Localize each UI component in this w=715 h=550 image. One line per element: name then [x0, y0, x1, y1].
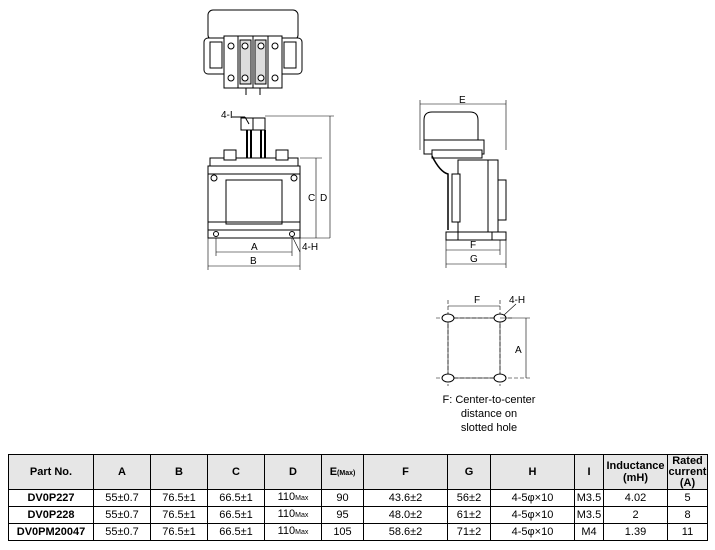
note-line-3: slotted hole	[460, 422, 518, 434]
header-e: E(Max)	[321, 454, 364, 490]
cell-d: 110Max	[264, 489, 322, 507]
side-view	[419, 100, 507, 268]
cell-a: 55±0.7	[93, 523, 151, 541]
cell-g: 71±2	[447, 523, 491, 541]
label-4-i: 4-I	[221, 110, 233, 121]
cell-g: 56±2	[447, 489, 491, 507]
cell-rc: 11	[667, 523, 708, 541]
label-a-hole: A	[515, 345, 522, 356]
reactor-dimension-drawing: 4-I C D A B 4-H E F G F 4-H A	[203, 9, 530, 386]
cell-i: M3.5	[574, 506, 604, 524]
cell-h: 4-5φ×10	[490, 506, 575, 524]
header-d: D	[264, 454, 322, 490]
cell-d: 110Max	[264, 523, 322, 541]
cell-h: 4-5φ×10	[490, 523, 575, 541]
header-b: B	[150, 454, 208, 490]
header-part-no: Part No.	[8, 454, 94, 490]
header-c: C	[207, 454, 265, 490]
cell-c: 66.5±1	[207, 489, 265, 507]
cell-f: 58.6±2	[363, 523, 448, 541]
cell-b: 76.5±1	[150, 489, 208, 507]
label-g: G	[470, 254, 478, 265]
label-a: A	[251, 242, 258, 253]
label-f: F	[470, 240, 476, 251]
note-line-2: distance on	[460, 408, 518, 420]
mounting-hole-pattern	[436, 300, 530, 386]
label-c: C	[308, 193, 315, 204]
label-4-h: 4-H	[302, 242, 318, 253]
cell-ind: 1.39	[603, 523, 668, 541]
label-4-h-hole: 4-H	[509, 295, 525, 306]
cell-ind: 4.02	[603, 489, 668, 507]
header-inductance: Inductance(mH)	[603, 454, 668, 490]
header-f: F	[363, 454, 448, 490]
cell-g: 61±2	[447, 506, 491, 524]
label-d: D	[320, 193, 327, 204]
cell-part: DV0P227	[8, 489, 94, 507]
specification-table: Part No. A B C D E(Max) F G H I Inductan…	[8, 454, 708, 541]
cell-a: 55±0.7	[93, 489, 151, 507]
cell-f: 43.6±2	[363, 489, 448, 507]
header-a: A	[93, 454, 151, 490]
cell-d: 110Max	[264, 506, 322, 524]
cell-e: 90	[321, 489, 364, 507]
note-line-1: F: Center-to-center	[442, 394, 536, 406]
cell-f: 48.0±2	[363, 506, 448, 524]
cell-e: 95	[321, 506, 364, 524]
cell-a: 55±0.7	[93, 506, 151, 524]
cell-i: M4	[574, 523, 604, 541]
cell-part: DV0P228	[8, 506, 94, 524]
header-g: G	[447, 454, 491, 490]
cell-c: 66.5±1	[207, 523, 265, 541]
top-view	[203, 9, 303, 95]
label-b: B	[250, 256, 257, 267]
label-f-hole: F	[474, 295, 480, 306]
front-view	[207, 115, 334, 270]
cell-part: DV0PM20047	[8, 523, 94, 541]
cell-b: 76.5±1	[150, 523, 208, 541]
cell-b: 76.5±1	[150, 506, 208, 524]
header-i: I	[574, 454, 604, 490]
label-e: E	[459, 95, 466, 106]
cell-ind: 2	[603, 506, 668, 524]
slotted-hole-note: F: Center-to-center distance on slotted …	[429, 393, 549, 435]
cell-rc: 8	[667, 506, 708, 524]
cell-h: 4-5φ×10	[490, 489, 575, 507]
header-e-sub: (Max)	[337, 470, 356, 477]
table-header-row: Part No. A B C D E(Max) F G H I Inductan…	[8, 454, 708, 490]
cell-i: M3.5	[574, 489, 604, 507]
cell-e: 105	[321, 523, 364, 541]
header-h: H	[490, 454, 575, 490]
cell-c: 66.5±1	[207, 506, 265, 524]
cell-rc: 5	[667, 489, 708, 507]
